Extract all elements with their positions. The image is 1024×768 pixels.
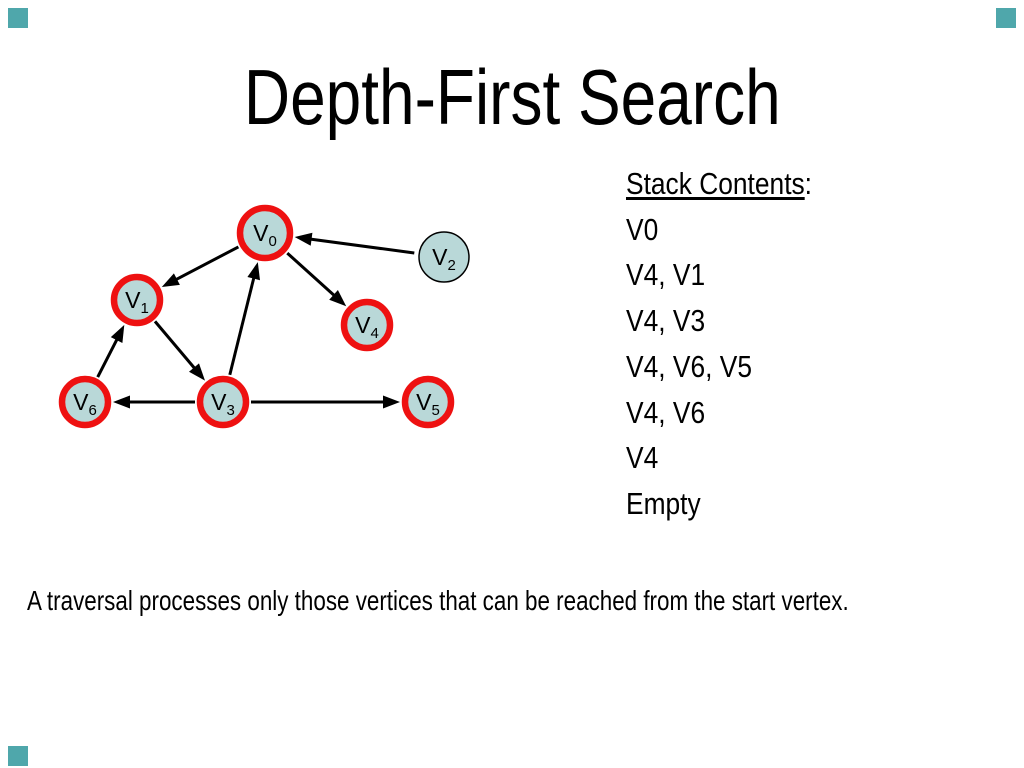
stack-line: V4, V6 xyxy=(626,394,706,430)
caption: A traversal processes only those vertice… xyxy=(27,584,1024,618)
graph-arrowhead-v0-v1 xyxy=(161,273,180,287)
graph-node-v5 xyxy=(401,375,455,429)
stack-line: V4, V1 xyxy=(626,257,706,293)
stack-contents-panel: Stack Contents: V0 V4, V1 V4, V3 V4, V6,… xyxy=(626,161,812,527)
graph-edge-v6-v1 xyxy=(96,337,119,378)
graph-arrowhead-v6-v1 xyxy=(110,324,125,343)
graph-arrowhead-v3-v6 xyxy=(113,395,130,409)
graph-edge-v0-v1 xyxy=(174,245,240,282)
graph-node-label-v2: V2 xyxy=(432,244,456,274)
graph-node-v0 xyxy=(236,204,294,262)
stack-heading: Stack Contents: xyxy=(626,161,812,207)
stack-line: V4 xyxy=(626,440,659,476)
graph-node-label-v4: V4 xyxy=(355,312,379,342)
graph-arrowhead-v0-v4 xyxy=(329,290,347,307)
graph-arrowhead-v3-v0 xyxy=(247,262,260,281)
stack-heading-colon: : xyxy=(804,166,813,201)
stack-line: V4, V6, V5 xyxy=(626,348,752,384)
graph-arrowhead-v2-v0 xyxy=(294,232,313,246)
graph-node-v2 xyxy=(418,231,470,283)
graph-node-v1 xyxy=(110,273,164,327)
graph-node-label-v5: V5 xyxy=(416,389,440,419)
caption-text: A traversal processes only those vertice… xyxy=(27,585,849,616)
slide-title-text: Depth-First Search xyxy=(243,53,781,141)
graph-node-v6 xyxy=(58,375,112,429)
graph-arrowhead-v1-v3 xyxy=(189,363,205,381)
stack-heading-text: Stack Contents xyxy=(626,166,805,201)
stack-line: V0 xyxy=(626,211,659,247)
graph-edge-v0-v4 xyxy=(286,251,337,298)
graph-node-label-v3: V3 xyxy=(211,389,235,419)
graph-arrowhead-v3-v5 xyxy=(383,395,400,409)
graph-node-label-v0: V0 xyxy=(253,220,277,250)
corner-marker-bottom-left xyxy=(8,746,28,766)
stack-line: Empty xyxy=(626,485,701,521)
graph-edge-v3-v0 xyxy=(228,276,256,376)
corner-marker-top-right xyxy=(996,8,1016,28)
graph-edge-v2-v0 xyxy=(309,237,415,255)
graph-node-v3 xyxy=(196,375,250,429)
corner-marker-top-left xyxy=(8,8,28,28)
graph-node-label-v1: V1 xyxy=(125,287,149,317)
graph-node-v4 xyxy=(340,298,394,352)
graph-edge-v1-v3 xyxy=(153,320,197,371)
slide-title: Depth-First Search xyxy=(0,58,1024,136)
graph-node-label-v6: V6 xyxy=(73,389,97,419)
stack-line: V4, V3 xyxy=(626,303,706,339)
